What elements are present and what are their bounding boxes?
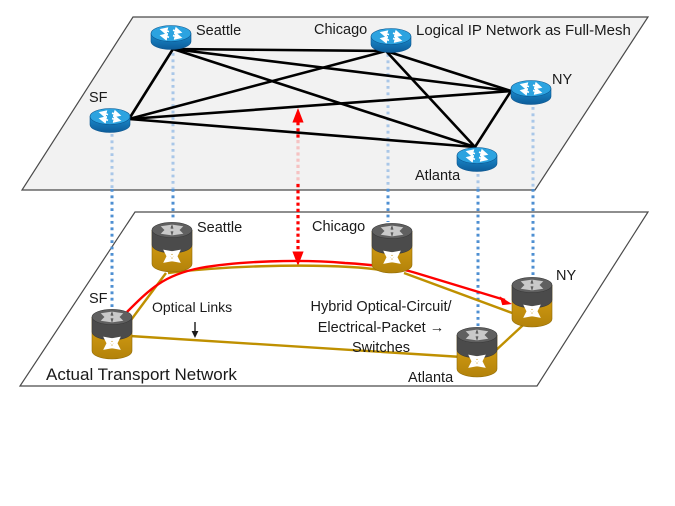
label-transport-seattle: Seattle: [197, 220, 243, 236]
label-transport-ny: NY: [556, 268, 577, 284]
switch-chicago: [372, 223, 412, 273]
hybrid-switch-line2: Electrical-Packet →: [317, 319, 445, 336]
dotted-mapping-lines: [110, 53, 535, 326]
label-transport-atlanta: Atlanta: [408, 370, 454, 386]
router-ny: [511, 81, 551, 105]
hybrid-switch-line3: Switches: [351, 340, 411, 356]
label-transport-sf: SF: [89, 291, 108, 307]
router-seattle: [151, 26, 191, 50]
full-mesh-links: [127, 47, 513, 149]
label-logical-seattle: Seattle: [196, 23, 242, 39]
optical-link-sf-atlanta: [129, 334, 463, 359]
optical-link-sf-seattle: [127, 272, 167, 325]
label-logical-sf: SF: [89, 90, 108, 106]
router-atlanta: [457, 148, 497, 172]
red-double-arrow: [292, 108, 304, 266]
label-transport-chicago: Chicago: [312, 219, 366, 235]
logical-plane-title: Logical IP Network as Full-Mesh: [416, 22, 631, 39]
label-logical-chicago: Chicago: [314, 22, 368, 38]
transport-plane-title: Actual Transport Network: [46, 365, 237, 384]
optical-link-chicago-ny: [403, 271, 516, 316]
optical-links-label: Optical Links: [152, 299, 233, 315]
router-chicago: [371, 29, 411, 53]
circuit-arrowhead-icon: [499, 296, 512, 306]
switch-sf: [92, 309, 132, 359]
down-arrowhead-icon: [292, 251, 304, 266]
switch-seattle: [152, 222, 192, 272]
router-sf: [90, 109, 130, 133]
label-logical-ny: NY: [552, 72, 573, 88]
up-arrowhead-icon: [292, 108, 304, 123]
hybrid-switch-annotation: Hybrid Optical-Circuit/ Electrical-Packe…: [285, 297, 477, 359]
switch-ny: [512, 277, 552, 327]
hybrid-switch-line1: Hybrid Optical-Circuit/: [310, 299, 452, 315]
optical-links-pointer-icon: [191, 322, 199, 338]
label-logical-atlanta: Atlanta: [415, 168, 461, 184]
